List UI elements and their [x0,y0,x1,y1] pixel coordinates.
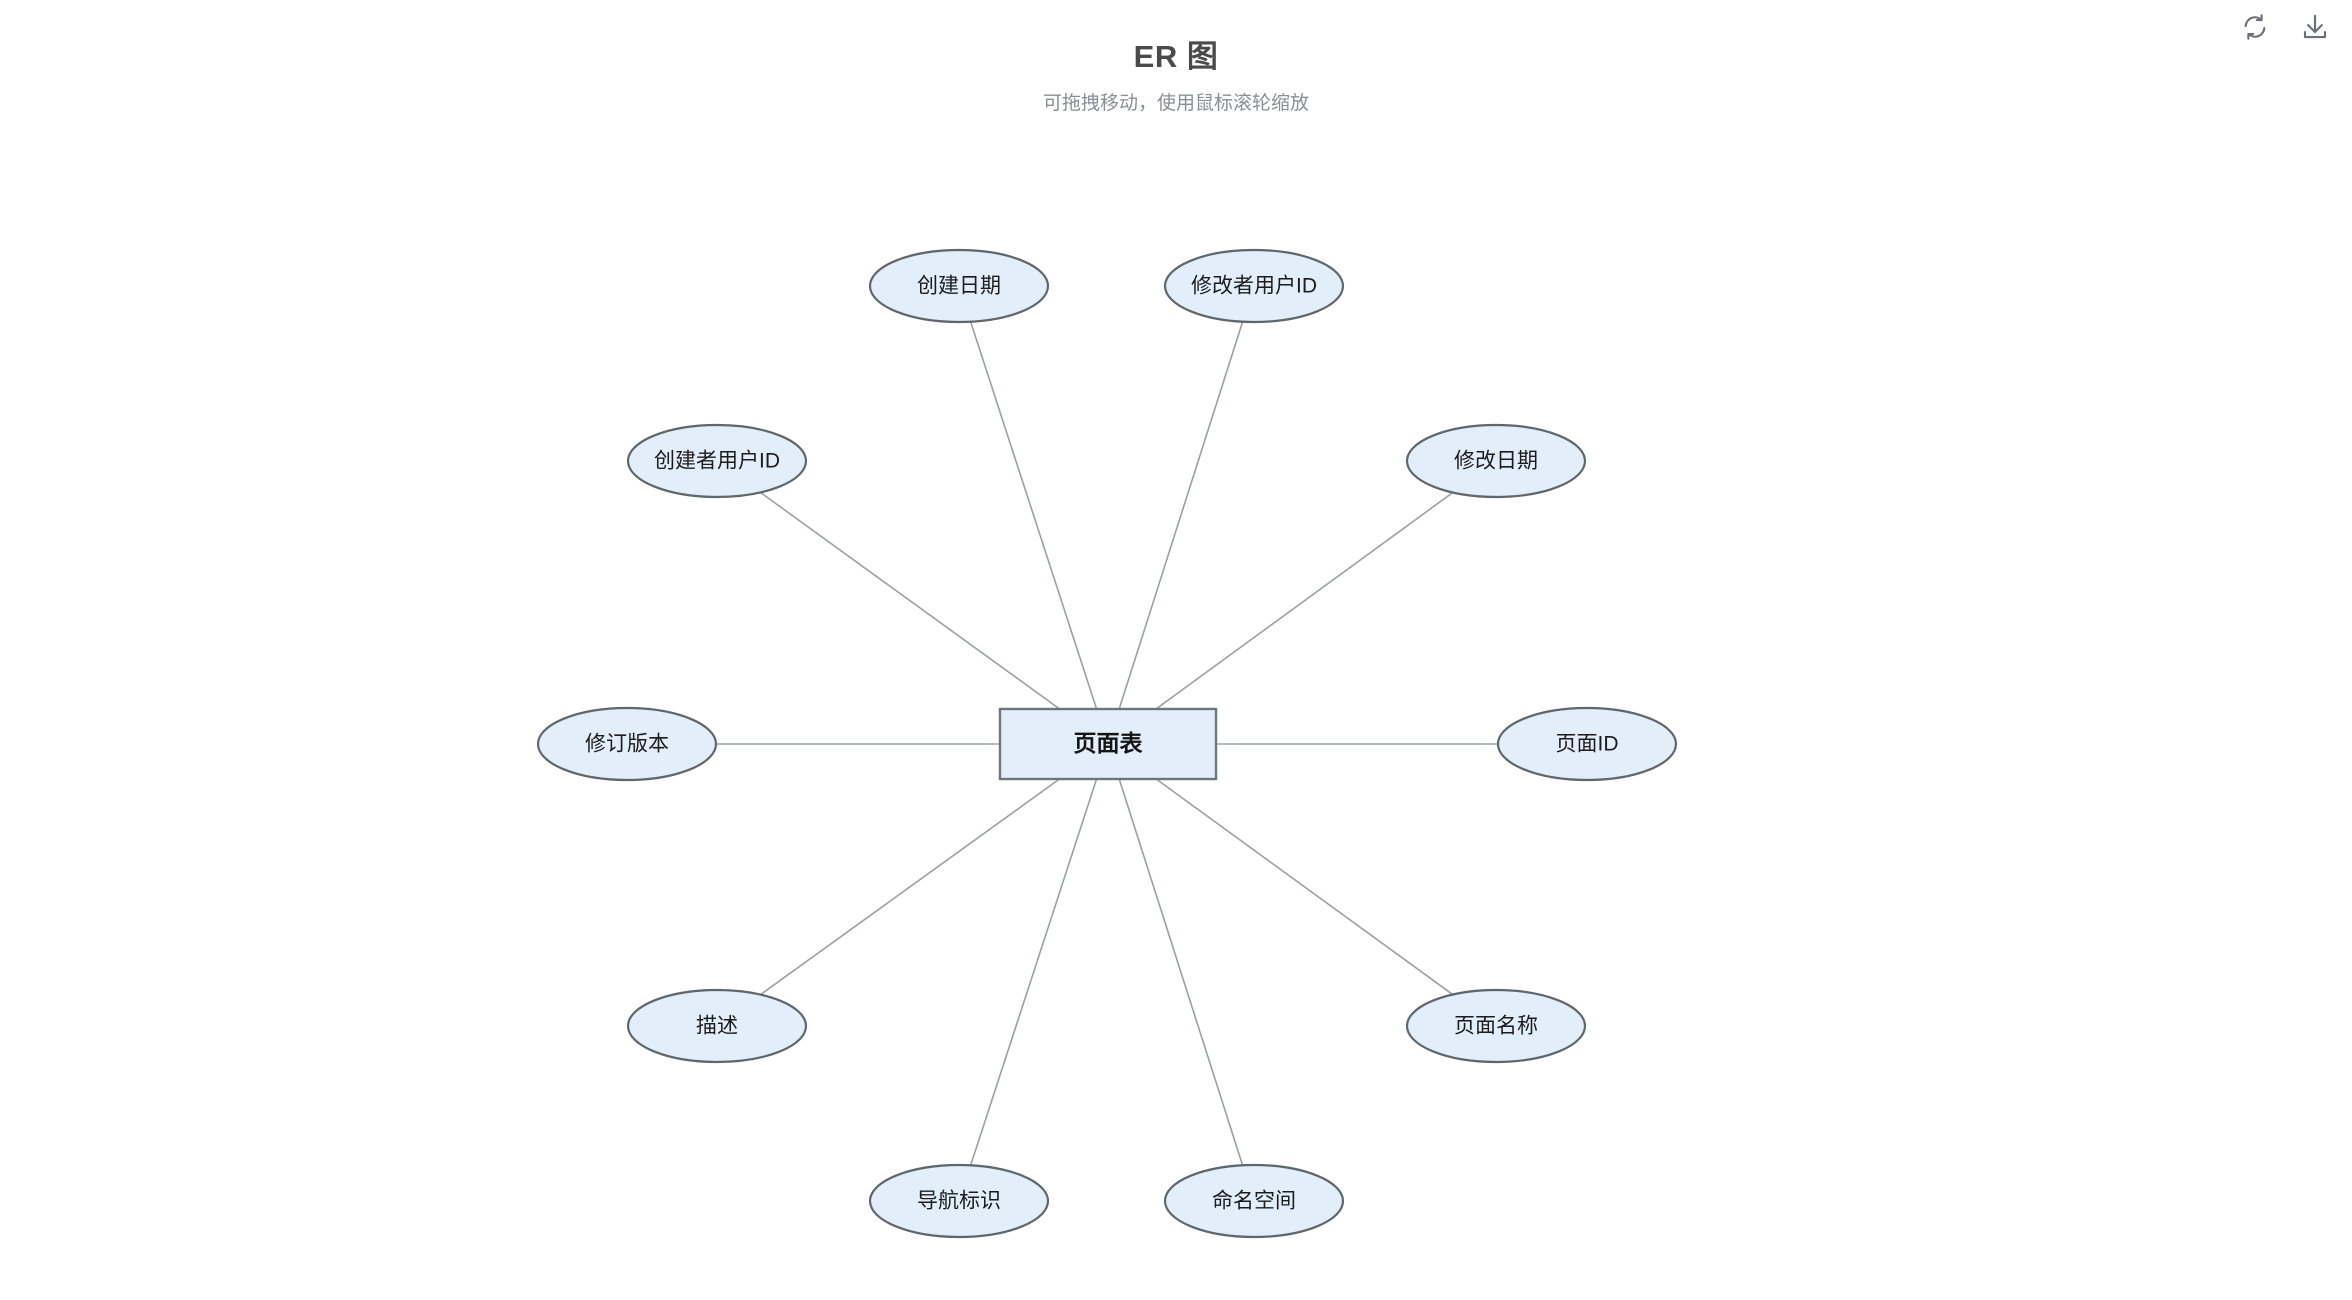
entity-node[interactable]: 页面表 [998,707,1218,781]
edge-line [1155,491,1454,710]
entity-label: 页面表 [1074,730,1144,756]
attribute-ellipse[interactable] [1405,423,1587,499]
attribute-ellipse[interactable] [868,1163,1050,1239]
attribute-node[interactable]: 页面ID [1496,706,1678,782]
edge-line [1118,321,1244,710]
attribute-node[interactable]: 页面名称 [1405,988,1587,1064]
attribute-label: 命名空间 [1212,1190,1296,1213]
attribute-ellipse[interactable] [1163,248,1345,324]
attribute-ellipse[interactable] [536,706,718,782]
attribute-label: 创建日期 [917,275,1001,298]
attribute-label: 创建者用户ID [654,450,780,473]
attribute-label: 导航标识 [917,1190,1001,1213]
entity-rect[interactable] [998,707,1218,781]
edge-line [760,778,1060,996]
attribute-node[interactable]: 导航标识 [868,1163,1050,1239]
attribute-ellipse[interactable] [1405,988,1587,1064]
attribute-ellipse[interactable] [626,423,808,499]
attribute-label: 描述 [696,1015,738,1038]
edge-line [969,321,1098,710]
attribute-label: 修改日期 [1454,450,1538,473]
edge-line [969,778,1098,1166]
attribute-label: 页面ID [1556,733,1619,756]
download-icon-glyph [2303,14,2327,39]
attribute-node[interactable]: 修订版本 [536,706,718,782]
attribute-node[interactable]: 创建者用户ID [626,423,808,499]
refresh-icon-glyph [2244,14,2266,40]
edge-line [759,491,1061,710]
download-icon[interactable] [2298,10,2332,44]
attribute-node[interactable]: 命名空间 [1163,1163,1345,1239]
refresh-icon[interactable] [2238,10,2272,44]
edge-line [1118,778,1244,1166]
edge-line [1155,778,1454,996]
edges-layer [716,321,1498,1166]
attribute-ellipse[interactable] [1496,706,1678,782]
attribute-ellipse[interactable] [626,988,808,1064]
attribute-ellipse[interactable] [1163,1163,1345,1239]
attribute-label: 页面名称 [1454,1015,1538,1038]
attribute-node[interactable]: 修改日期 [1405,423,1587,499]
attribute-label: 修改者用户ID [1191,275,1317,298]
attribute-label: 修订版本 [585,733,669,756]
attribute-node[interactable]: 修改者用户ID [1163,248,1345,324]
toolbar [2238,10,2332,44]
attribute-node[interactable]: 描述 [626,988,808,1064]
attribute-node[interactable]: 创建日期 [868,248,1050,324]
attribute-ellipse[interactable] [868,248,1050,324]
